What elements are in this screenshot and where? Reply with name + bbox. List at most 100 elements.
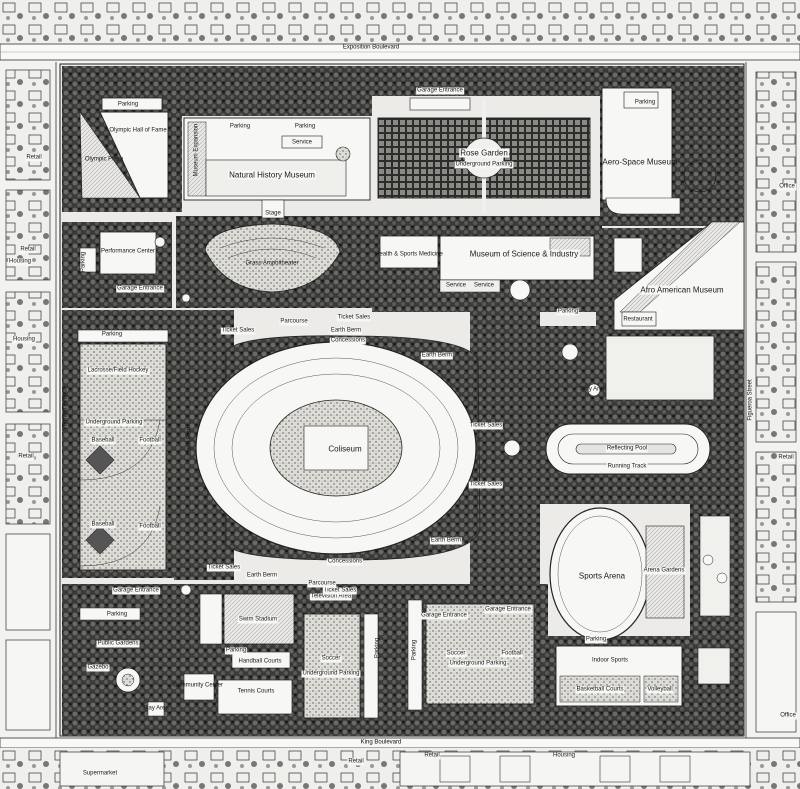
sports-arena-label: Sports Arena — [578, 571, 626, 581]
exposition-boulevard-label: Exposition Boulevard — [341, 44, 401, 52]
ticket-sales-east-2-label: Ticket Sales — [468, 481, 504, 489]
housing-label-1: Housing — [7, 258, 33, 266]
gazebo-label: Gazebo — [86, 664, 110, 672]
parking-label-4: Parking — [633, 99, 657, 107]
coliseum-label: Coliseum — [327, 444, 363, 454]
parking-label-12: Parking — [80, 251, 87, 273]
earth-berm-ne-label: Earth Berm — [420, 352, 454, 360]
underground-parking-west-label: Underground Parking — [84, 419, 144, 427]
baseball-label-1: Baseball — [90, 437, 116, 445]
south-soccer-field-east — [425, 603, 535, 705]
north-neighborhood — [0, 0, 800, 44]
ticket-sales-north-1-label: Ticket Sales — [220, 327, 256, 335]
rose-garden-parking-label: Underground Parking — [454, 161, 514, 169]
parking-label-1: Parking — [116, 101, 140, 109]
vermont-avenue-label: Vermont Avenue — [62, 386, 69, 430]
basketball-courts-label: Basketball Courts — [575, 686, 625, 694]
garage-entrance-sw-label: Garage Entrance — [112, 587, 160, 595]
parking-label-11: Parking — [584, 636, 608, 644]
parking-label-7: Parking — [105, 611, 129, 619]
garage-entrance-south-2-label: Garage Entrance — [484, 606, 532, 614]
retail-label-1: Retail — [25, 154, 43, 162]
parking-label-3: Parking — [293, 123, 317, 131]
ticket-sales-south-2-label: Ticket Sales — [322, 587, 358, 595]
arena-gardens-label: Arena Gardens — [642, 567, 686, 575]
tennis-courts — [217, 679, 293, 715]
parking-label-10: Parking — [411, 639, 418, 661]
parcourse-south-label: Parcourse — [307, 580, 337, 588]
olympic-hall-building — [99, 111, 169, 199]
soccer-parking-label-1: Underground Parking — [301, 670, 361, 678]
grass-amphitheater — [204, 223, 341, 293]
south-soccer-field-west — [303, 613, 361, 719]
ticket-sales-east-1-label: Ticket Sales — [468, 422, 504, 430]
earth-berm-south-label: Earth Berm — [245, 572, 279, 580]
parcourse-north-label: Parcourse — [279, 318, 309, 326]
parking-label-5: Parking — [100, 331, 124, 339]
housing-label-2: Housing — [11, 336, 37, 344]
retail-label-5: Retail — [347, 758, 365, 766]
indoor-sports-label: Indoor Sports — [590, 657, 630, 665]
garage-entrance-top-label: Garage Entrance — [416, 87, 464, 95]
reflecting-pool-label: Reflecting Pool — [605, 445, 649, 453]
ticket-sales-south-1-label: Ticket Sales — [206, 564, 242, 572]
science-industry-label: Museum of Science & Industry — [468, 249, 580, 259]
television-area-label: Television Area — [309, 593, 353, 601]
earth-berm-north-label: Earth Berm — [329, 327, 363, 335]
museum-expansion-label: Museum Expansion — [193, 123, 200, 177]
concessions-north-label: Concessions — [329, 337, 367, 345]
office-label-2: Office — [779, 712, 797, 720]
football-label-3: Football — [500, 650, 524, 658]
restaurant-label: Restaurant — [622, 316, 654, 324]
concessions-south-label: Concessions — [326, 558, 364, 566]
health-sports-medicine-label: Health & Sports Medicine — [375, 251, 443, 258]
service-label-2: Service — [445, 282, 467, 289]
garage-entrance-south-1-label: Garage Entrance — [420, 612, 468, 620]
performance-center-label: Performance Center — [100, 248, 156, 255]
earth-berm-se-label: Earth Berm — [429, 537, 463, 545]
parking-label-8: Parking — [224, 647, 248, 655]
performance-center-building — [99, 231, 157, 275]
ticket-sales-north-2-label: Ticket Sales — [336, 314, 372, 322]
retail-label-6: Retail — [423, 752, 441, 760]
olympic-hall-label: Olympic Hall of Fame — [109, 127, 167, 134]
football-label-2: Football — [138, 523, 162, 531]
supermarket-label: Supermarket — [81, 770, 119, 778]
afro-american-museum-label: Afro American Museum — [639, 285, 725, 295]
parking-label-6: Parking — [556, 308, 580, 316]
handball-courts-label: Handball Courts — [237, 658, 283, 666]
play-area-sw-label: Play Area — [143, 705, 169, 712]
aero-space-museum-label: Aero-Space Museum — [602, 157, 678, 167]
community-center-label: Community Center — [172, 682, 224, 689]
earth-berm-west-label: Earth Berm — [186, 424, 193, 456]
soccer-label-1: Soccer — [320, 655, 342, 663]
baseball-label-2: Baseball — [90, 521, 116, 529]
parking-label-2: Parking — [228, 123, 252, 131]
garage-entrance-west-label: Garage Entrance — [116, 285, 164, 293]
figueroa-street-label: Figueroa Street — [747, 379, 754, 421]
rose-garden-label: Rose Garden — [459, 148, 509, 158]
retail-label-2: Retail — [19, 246, 37, 254]
grass-amphitheater-label: Grass Amphitheater — [245, 260, 299, 267]
king-boulevard-label: King Boulevard — [359, 739, 403, 747]
natural-history-museum-label: Natural History Museum — [228, 170, 316, 180]
service-label-1: Service — [291, 139, 313, 146]
soccer-parking-label-2: Underground Parking — [448, 660, 508, 668]
football-label-1: Football — [138, 437, 162, 445]
lacrosse-label: Lacrosse/Field Hockey — [86, 367, 150, 375]
stage-label: Stage — [264, 210, 282, 218]
volleyball-label: Volleyball — [646, 686, 674, 694]
office-label-1: Office — [778, 183, 796, 191]
olympic-plaza-label: Olympic Plaza — [84, 156, 124, 163]
soccer-label-2: Soccer — [445, 650, 467, 658]
retail-label-4: Retail — [777, 454, 795, 462]
service-label-3: Service — [473, 282, 495, 289]
running-track-label: Running Track — [606, 463, 648, 471]
tennis-courts-label: Tennis Courts — [236, 688, 276, 696]
housing-label-3: Housing — [551, 752, 577, 760]
parking-label-9: Parking — [374, 637, 381, 659]
play-area-east-label: Play Area — [580, 386, 606, 393]
swim-stadium-label: Swim Stadium — [237, 616, 279, 624]
retail-label-3: Retail — [17, 453, 35, 461]
